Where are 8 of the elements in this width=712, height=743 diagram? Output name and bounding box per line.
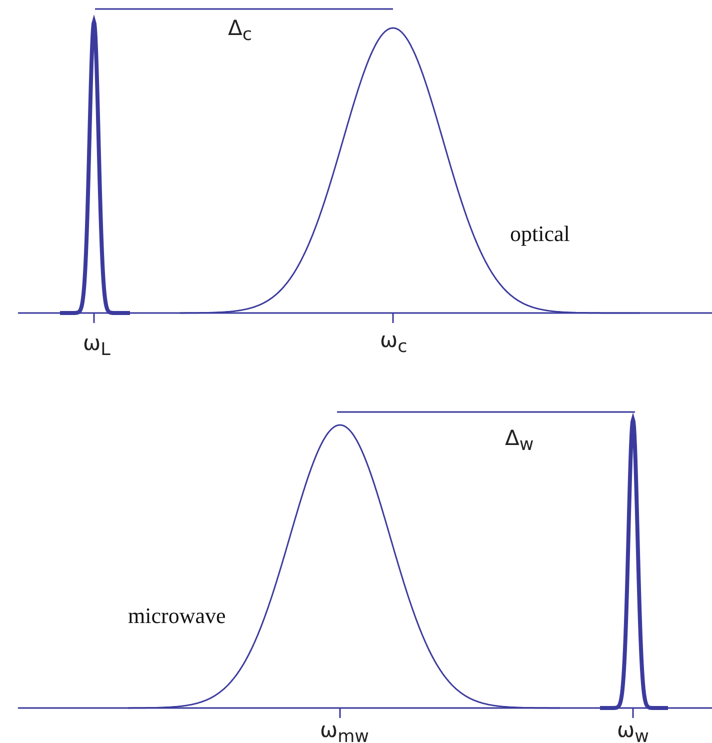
delta-symbol-label: Δ$_{w}$ (505, 428, 534, 455)
text-label: optical (510, 223, 570, 245)
text-label: microwave (128, 605, 226, 627)
delta-symbol-label: Δ$_{c}$ (228, 18, 252, 45)
frequency-symbol-label: ω$_{L}$ (83, 333, 110, 360)
frequency-symbol-label: ω$_{mw}$ (320, 720, 369, 743)
frequency-symbol-label: ω$_{w}$ (617, 720, 649, 743)
frequency-symbol-label: ω$_{c}$ (380, 330, 408, 357)
